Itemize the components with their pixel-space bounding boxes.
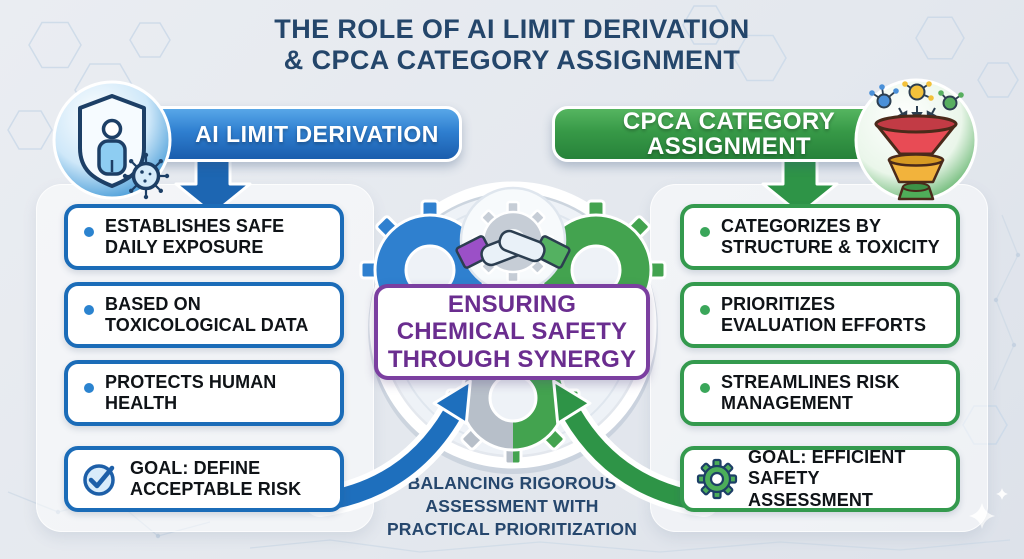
bullet-dot [84,383,94,393]
synergy-statement-box: ENSURING CHEMICAL SAFETY THROUGH SYNERGY [374,284,650,380]
ring-dot-right [618,235,628,245]
title-line1: THE ROLE OF AI LIMIT DERIVATION [274,14,750,44]
gear-icon [696,458,738,500]
right-header-line1: CPCA CATEGORY [622,107,836,135]
hand-left [480,233,528,267]
bullet-dot [700,227,710,237]
bullet-dot [84,227,94,237]
synergy-line2: CHEMICAL SAFETY [396,318,628,346]
synergy-line3: THROUGH SYNERGY [387,345,637,373]
left-header-label: AI LIMIT DERIVATION [195,120,439,147]
hand-right [498,229,546,263]
page-title: THE ROLE OF AI LIMIT DERIVATION & CPCA C… [0,14,1024,76]
handshake-gears-icon [455,186,571,294]
ring-dot-left [398,235,408,245]
footer-caption: BALANCING RIGOROUS ASSESSMENT WITH PRACT… [362,472,662,541]
right-header-banner: CPCA CATEGORY ASSIGNMENT [552,106,940,162]
bullet-dot [700,383,710,393]
bullet-dot [84,305,94,315]
molecule-bonds [871,83,962,104]
footer-line3: PRACTICAL PRIORITIZATION [386,519,638,540]
right-header-line2: ASSIGNMENT [646,133,811,160]
check-circle-icon [83,464,115,496]
title-line2: & CPCA CATEGORY ASSIGNMENT [283,44,741,75]
synergy-line1: ENSURING [447,290,577,318]
left-header-banner: AI LIMIT DERIVATION [100,106,462,162]
footer-line1: BALANCING RIGOROUS [407,473,617,493]
bullet-dot [700,305,710,315]
footer-line2: ASSESSMENT WITH [425,496,599,517]
green-sleeve [533,235,571,269]
purple-sleeve [455,235,493,269]
